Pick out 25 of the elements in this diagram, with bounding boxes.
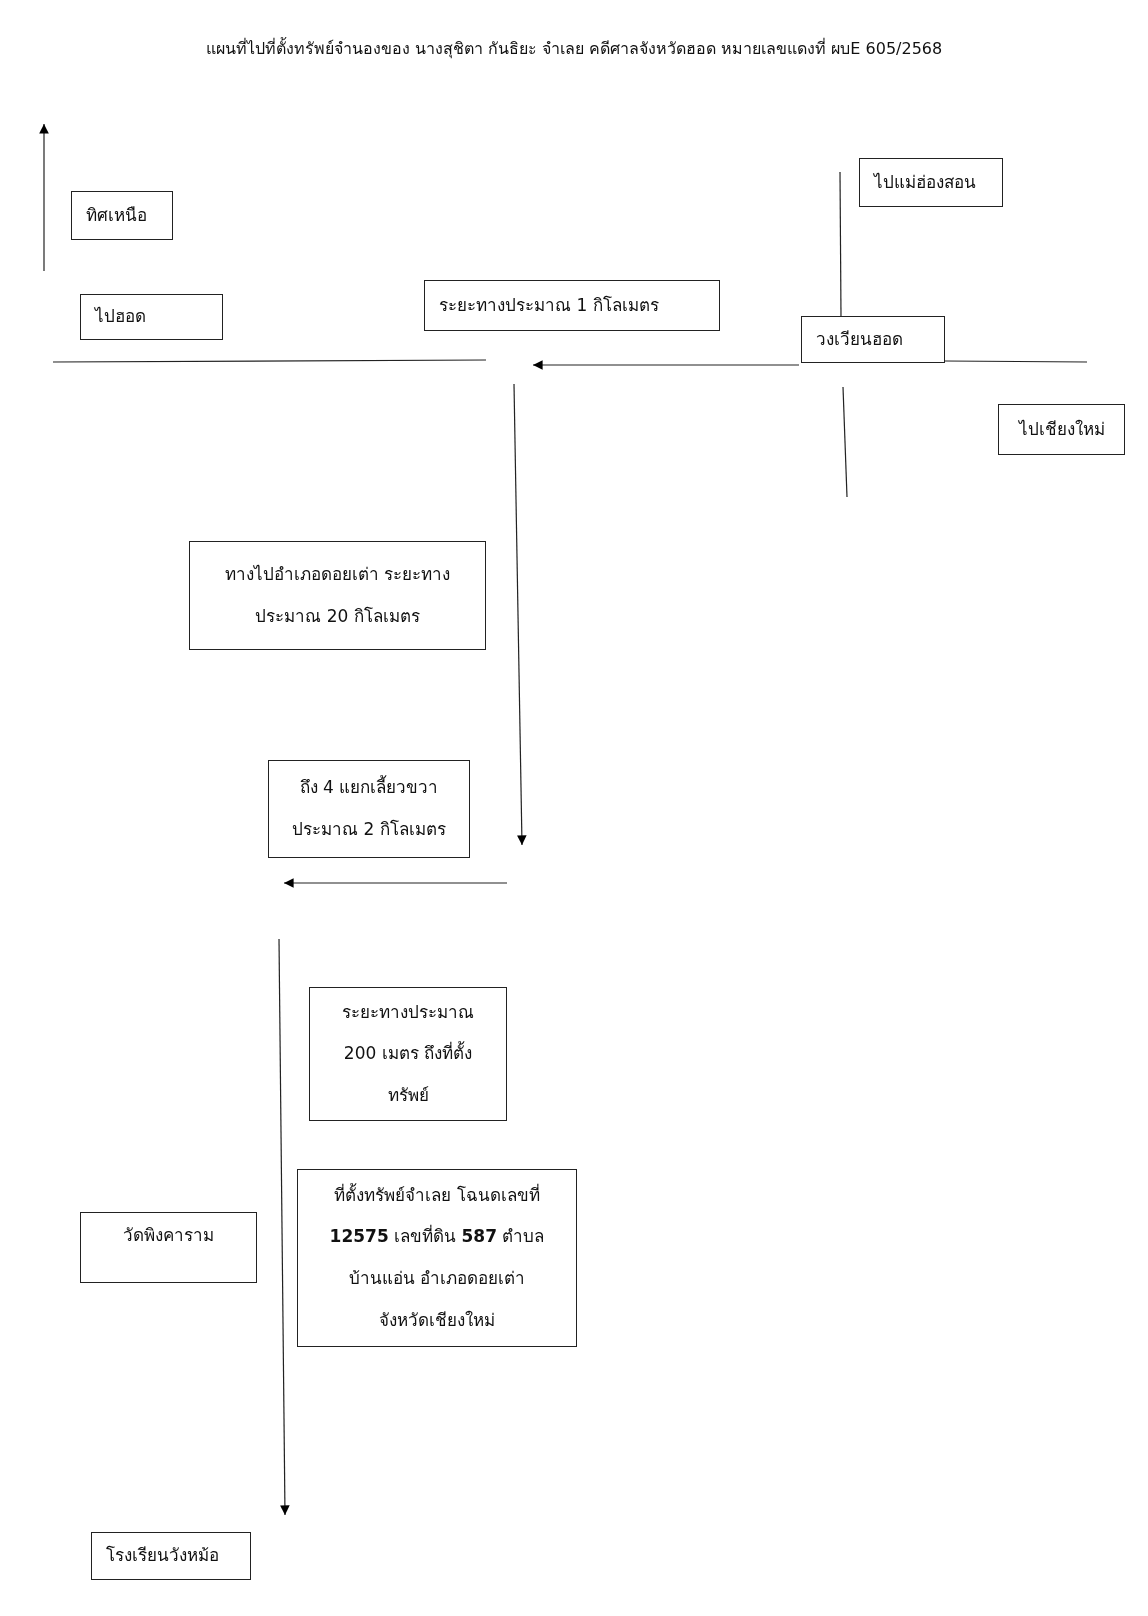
map-label: ระยะทางประมาณ 200 เมตร ถึงที่ตั้งทรัพย์ [341, 1000, 475, 1107]
label-box [424, 280, 720, 331]
map-label: ไปเชียงใหม่ [1017, 417, 1106, 441]
label-box [80, 1212, 257, 1283]
map-label: วัดพิงคาราม [122, 1224, 215, 1247]
label-box [71, 191, 173, 240]
map-label: ไปแม่ฮ่องสอน [874, 170, 977, 194]
label-box [268, 760, 470, 858]
map-label: ไปฮอด [95, 305, 147, 329]
map-label: ถึง 4 แยกเลี้ยวขวา ประมาณ 2 กิโลเมตร [291, 774, 447, 841]
map-label: ทิศเหนือ [86, 203, 148, 227]
map-label: โรงเรียนวังหม้อ [106, 1544, 220, 1568]
label-box [189, 541, 486, 650]
map-label: ทางไปอำเภอดอยเต่า ระยะทางประมาณ 20 กิโลเมตร [223, 562, 452, 628]
map-label: วงเวียนฮอด [816, 327, 904, 351]
map-label: ระยะทางประมาณ 1 กิโลเมตร [439, 293, 660, 317]
label-box [297, 1169, 577, 1347]
map-title: แผนที่ไปที่ตั้งทรัพย์จำนองของ นางสุชิตา กันธิยะ จำเลย คดีศาลจังหวัดฮอด หมายเลขแดงที่ ผบE 605/2568 [204, 36, 944, 61]
label-box [80, 294, 223, 340]
label-box [309, 987, 507, 1121]
label-box [91, 1532, 251, 1580]
map-label: ที่ตั้งทรัพย์จำเลย โฉนดเลขที่ 12575 เลขที่ดิน 587 ตำบลบ้านแอ่น อำเภอดอยเต่า จังหวัดเชียงใหม่ [328, 1182, 546, 1332]
label-box [998, 404, 1125, 455]
label-box [859, 158, 1003, 207]
label-box [801, 316, 945, 363]
